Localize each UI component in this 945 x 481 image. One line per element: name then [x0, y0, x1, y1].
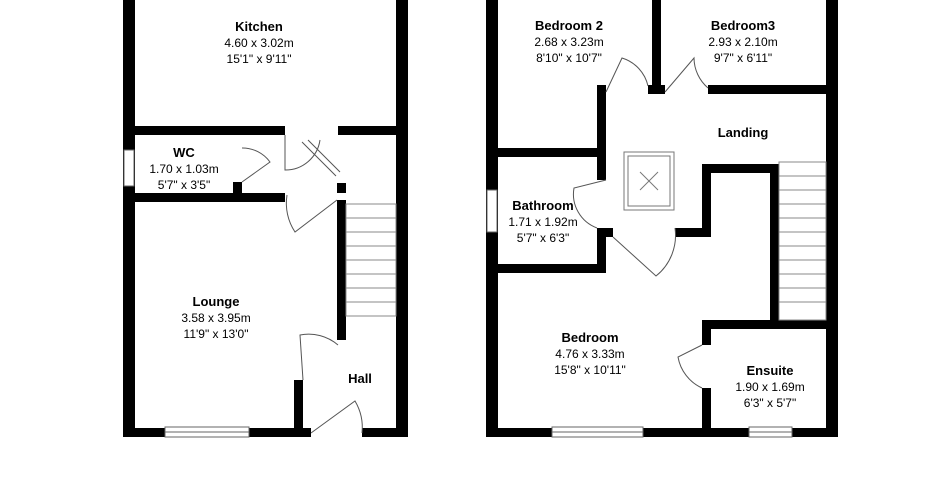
room-metric: 2.68 x 3.23m	[534, 35, 604, 49]
room-metric: 1.90 x 1.69m	[735, 380, 805, 394]
room-name: Lounge	[192, 294, 240, 309]
room-name: Kitchen	[235, 19, 283, 34]
room-label-bathroom: Bathroom 1.71 x 1.92m 5'7" x 6'3"	[508, 197, 577, 246]
room-label-hall: Hall	[348, 370, 372, 387]
room-label-wc: WC 1.70 x 1.03m 5'7" x 3'5"	[149, 144, 218, 193]
room-metric: 4.60 x 3.02m	[224, 36, 294, 50]
room-metric: 2.93 x 2.10m	[708, 35, 778, 49]
first-floor-stairs	[778, 161, 827, 321]
room-label-landing: Landing	[718, 124, 769, 141]
room-imperial: 5'7" x 6'3"	[516, 231, 570, 245]
room-name: Hall	[348, 371, 372, 386]
room-label-lounge: Lounge 3.58 x 3.95m 11'9" x 13'0"	[181, 293, 250, 342]
ground-floor-stairs	[345, 203, 397, 317]
room-imperial: 6'3" x 5'7"	[743, 396, 797, 410]
room-imperial: 15'8" x 10'11"	[554, 363, 626, 377]
room-label-kitchen: Kitchen 4.60 x 3.02m 15'1" x 9'11"	[224, 18, 293, 67]
room-name: Bedroom 2	[535, 18, 603, 33]
room-imperial: 15'1" x 9'11"	[226, 52, 292, 66]
room-label-bedroom-2: Bedroom 2 2.68 x 3.23m 8'10" x 10'7"	[534, 17, 603, 66]
room-metric: 1.71 x 1.92m	[508, 215, 578, 229]
room-label-bedroom-3: Bedroom3 2.93 x 2.10m 9'7" x 6'11"	[708, 17, 777, 66]
room-imperial: 9'7" x 6'11"	[713, 51, 773, 65]
room-name: Bedroom3	[710, 18, 776, 33]
ground-floor-doors	[241, 135, 363, 434]
room-name: WC	[173, 145, 195, 160]
room-imperial: 8'10" x 10'7"	[536, 51, 602, 65]
skylight-icon	[623, 151, 675, 211]
room-metric: 1.70 x 1.03m	[149, 162, 219, 176]
room-imperial: 5'7" x 3'5"	[157, 178, 211, 192]
room-label-bedroom: Bedroom 4.76 x 3.33m 15'8" x 10'11"	[554, 329, 626, 378]
bathroom-window	[486, 189, 498, 233]
room-name: Bedroom	[561, 330, 619, 345]
room-metric: 3.58 x 3.95m	[181, 311, 251, 325]
room-metric: 4.76 x 3.33m	[555, 347, 625, 361]
room-name: Bathroom	[512, 198, 574, 213]
room-name: Landing	[717, 125, 769, 140]
room-name: Ensuite	[746, 363, 794, 378]
room-label-ensuite: Ensuite 1.90 x 1.69m 6'3" x 5'7"	[735, 362, 804, 411]
wc-window	[123, 149, 135, 187]
room-imperial: 11'9" x 13'0"	[183, 327, 249, 341]
first-floor-doors	[572, 56, 709, 389]
